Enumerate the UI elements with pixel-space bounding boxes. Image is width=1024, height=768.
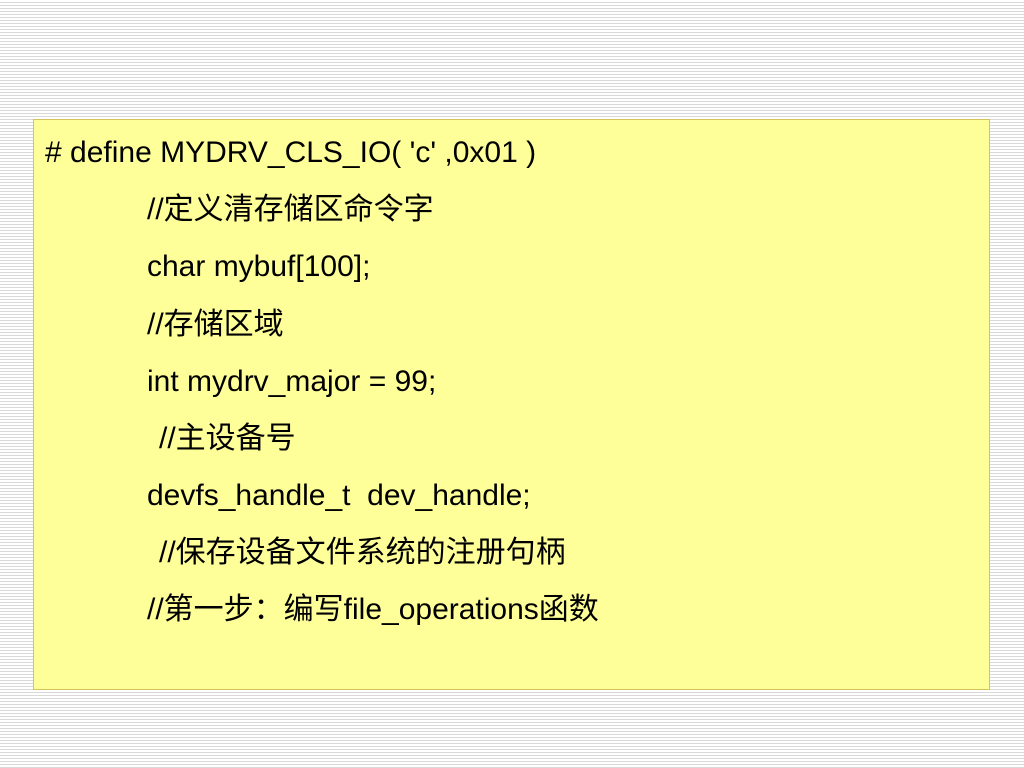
comment-clear-storage-command: //定义清存储区命令字 <box>147 193 434 226</box>
comment-save-handle: //保存设备文件系统的注册句柄 <box>159 536 566 569</box>
define-line: # define MYDRV_CLS_IO( 'c' ,0x01 ) <box>45 136 537 169</box>
code-box: # define MYDRV_CLS_IO( 'c' ,0x01 ) //定义清… <box>33 119 990 690</box>
buffer-declaration-line: char mybuf[100]; <box>147 250 371 283</box>
comment-major-number: //主设备号 <box>159 422 296 455</box>
comment-step-one: //第一步：编写file_operations函数 <box>147 593 599 626</box>
comment-storage-area: //存储区域 <box>147 308 284 341</box>
major-number-line: int mydrv_major = 99; <box>147 365 437 398</box>
handle-declaration-line: devfs_handle_t dev_handle; <box>147 479 531 512</box>
